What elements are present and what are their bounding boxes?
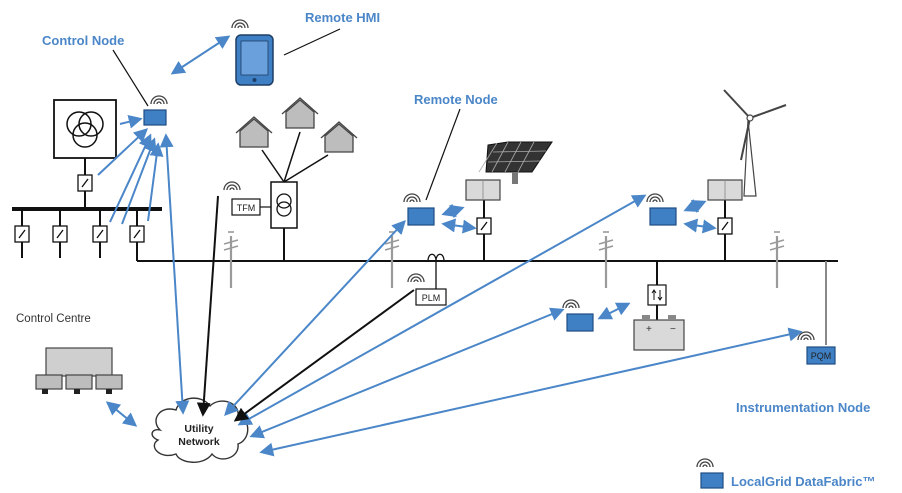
utility-network-line2: Network [178,436,220,448]
pqm-label: PQM [811,351,832,361]
wifi-icon [797,331,815,341]
wifi-icon [407,273,425,283]
legend-label: LocalGrid DataFabric™ [731,474,875,489]
wifi-icon [646,193,664,203]
remote-node-label: Remote Node [414,92,498,107]
instrumentation-node-label: Instrumentation Node [736,400,870,415]
battery-icon: + − [633,284,685,351]
svg-text:−: − [670,324,676,335]
transformer-icon [53,99,117,159]
callout-lines [112,28,461,201]
control-node-label: Control Node [42,33,124,48]
wifi-icon [562,299,580,309]
wind-inverter [707,179,743,201]
tfm-box: TFM [231,198,271,216]
comm-arrows-blue [97,35,803,457]
control-centre-label: Control Centre [16,313,91,325]
wifi-icon [403,193,421,203]
remote-hmi-label: Remote HMI [305,10,380,25]
wifi-icon [696,458,714,468]
wifi-icon [231,19,249,29]
cloud-icon: Utility Network [151,397,249,463]
comm-arrows-black [196,195,415,422]
datafabric-node-battery [562,299,594,332]
tfm-label: TFM [237,203,256,213]
legend: LocalGrid DataFabric™ [696,458,875,489]
datafabric-node-remote [403,193,435,226]
tablet-icon [235,34,274,86]
utility-network-line1: Utility [184,423,213,435]
wind-turbine-icon [723,89,787,197]
solar-panel-icon [478,141,553,184]
wifi-icon [150,95,168,105]
monitor-icon [35,347,123,394]
solar-inverter [465,179,501,201]
datafabric-node-wind [646,193,677,226]
distribution-transformer [270,181,298,229]
svg-text:+: + [646,324,652,335]
plm-label: PLM [422,293,441,303]
wifi-icon [223,181,241,191]
pqm-node: PQM [797,331,836,365]
house-feeders [261,131,329,183]
datafabric-node-control [143,95,168,126]
